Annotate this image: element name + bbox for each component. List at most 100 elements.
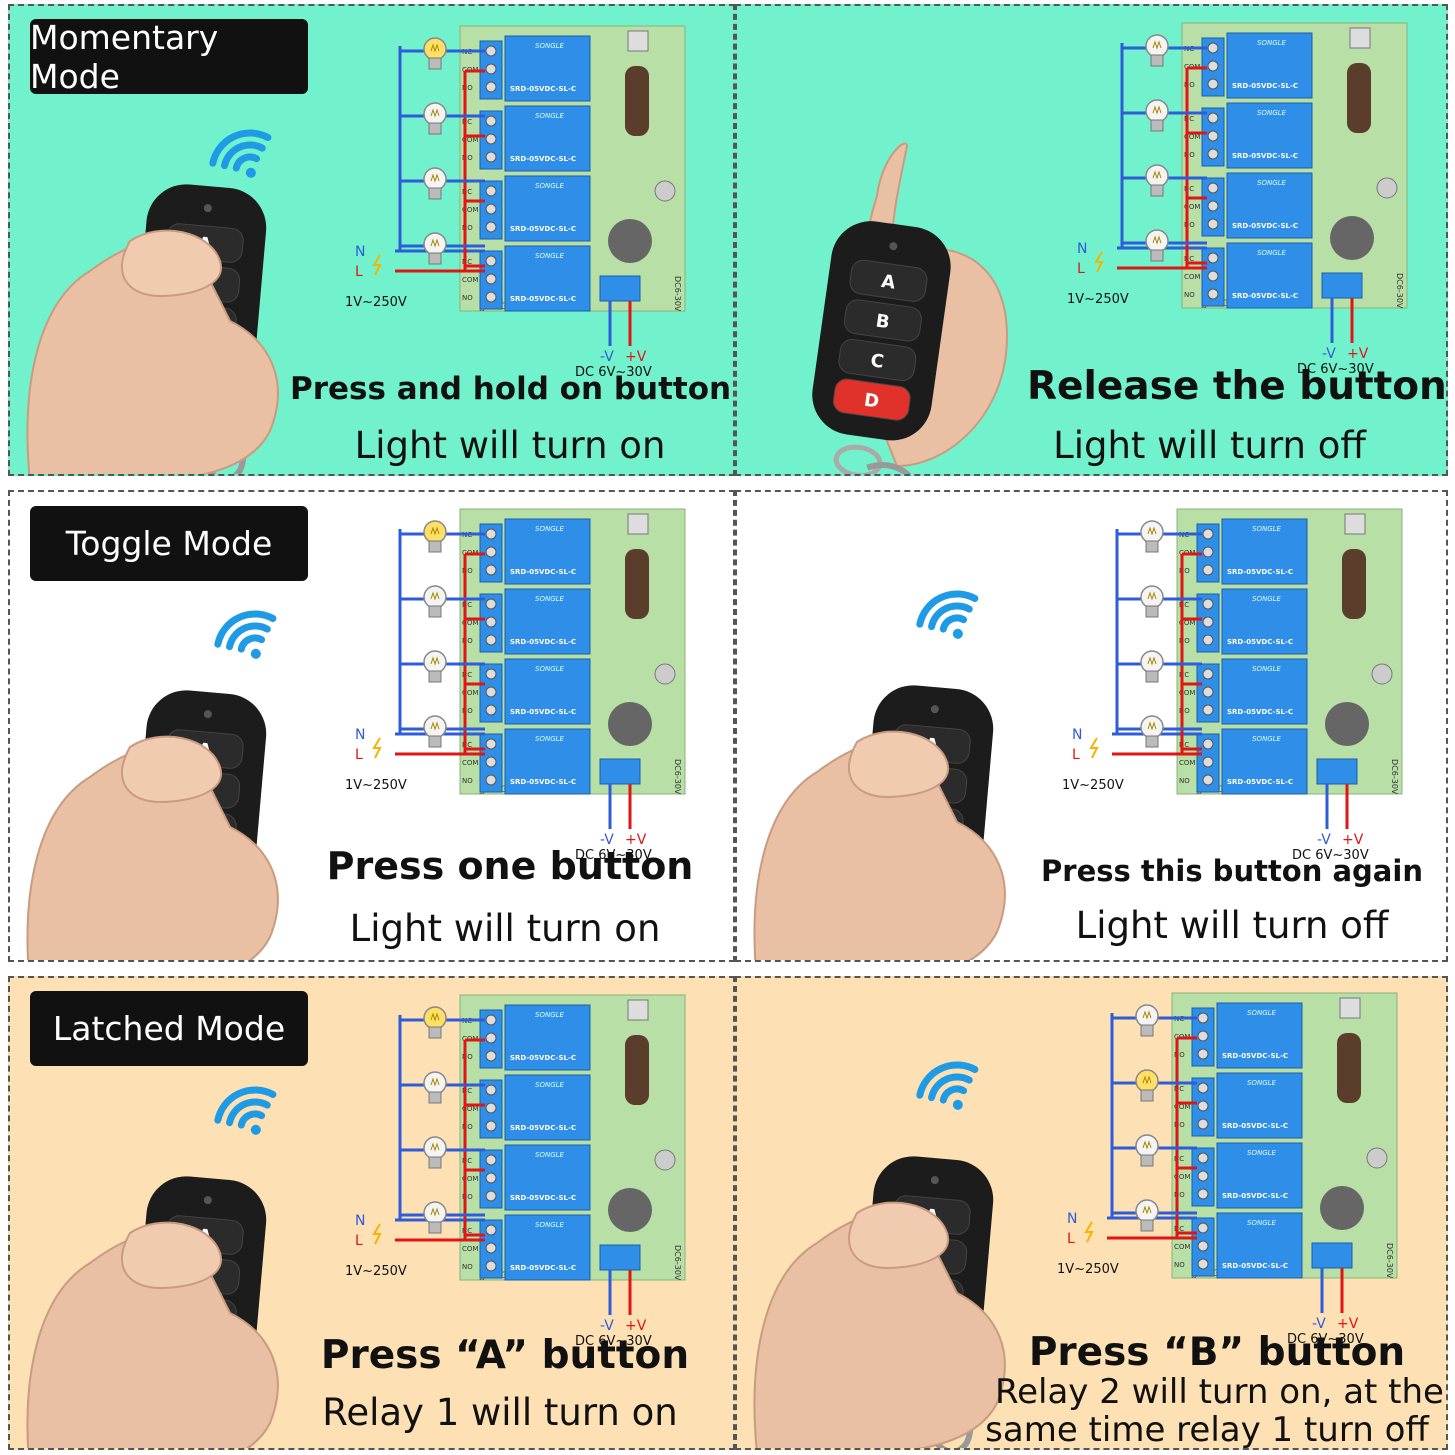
capacitor: [1320, 1186, 1364, 1230]
terminal-label: NC: [1179, 741, 1189, 749]
terminal-label: COM: [462, 1105, 478, 1113]
light-bulb-icon: [423, 650, 447, 683]
terminal-label: COM: [462, 619, 478, 627]
lightning-icon: [372, 254, 382, 276]
mode-title-badge: Momentary Mode: [30, 18, 308, 96]
neutral-label: N: [1072, 727, 1082, 743]
terminal-label: NC: [462, 1227, 472, 1235]
wifi-signal-icon: [214, 610, 277, 659]
latched-b-illustration: ABCDJJX-KGI4DC6-30VSONGLESRD-05VDC-SL-CN…: [753, 992, 1398, 1448]
lightning-icon: [372, 737, 382, 759]
terminal-label: NO: [1174, 1261, 1185, 1269]
relay-brand: SONGLE: [535, 112, 565, 120]
mode-title-badge: Latched Mode: [30, 991, 308, 1066]
lightning-icon: [1089, 737, 1099, 759]
light-bulb-icon: [1145, 34, 1169, 67]
terminal-label: NC: [1174, 1155, 1184, 1163]
dc-terminal: [599, 275, 641, 302]
terminal-label: COM: [1184, 133, 1200, 141]
neutral-label: N: [1067, 1211, 1077, 1227]
remote-button-label: C: [869, 350, 885, 373]
relay-brand: SONGLE: [535, 42, 565, 50]
relay-model: SRD-05VDC-SL-C: [510, 225, 576, 233]
relay-model: SRD-05VDC-SL-C: [510, 1264, 576, 1272]
wiring-diagram: JJX-KGI4DC6-30VSONGLESRD-05VDC-SL-CNCCOM…: [345, 508, 686, 863]
terminal-label: NO: [1174, 1051, 1185, 1059]
toggle-panel-release: ABCDJJX-KGI4DC6-30VSONGLESRD-05VDC-SL-CN…: [735, 490, 1448, 962]
terminal-label: NC: [1179, 601, 1189, 609]
relay-model: SRD-05VDC-SL-C: [510, 778, 576, 786]
capacitor: [608, 1188, 652, 1232]
capacitor-small: [1366, 1147, 1388, 1169]
relay-brand: SONGLE: [535, 665, 565, 673]
light-bulb-icon: [1135, 1199, 1159, 1232]
remote-button-label: A: [880, 271, 897, 294]
capacitor-small: [654, 180, 676, 202]
terminal-label: NC: [462, 1157, 472, 1165]
terminal-label: NO: [462, 294, 473, 302]
remote-button: [849, 259, 928, 302]
relay-brand: SONGLE: [535, 1221, 565, 1229]
terminal-label: NO: [1179, 707, 1190, 715]
instruction-subline: Light will turn on: [354, 424, 666, 467]
terminal-label: NO: [462, 707, 473, 715]
dc-minus-label: -V: [600, 349, 614, 365]
light-bulb-icon: [1135, 1004, 1159, 1037]
instruction-headline: Press “A” button: [320, 1333, 690, 1378]
latched-panel-b: ABCDJJX-KGI4DC6-30VSONGLESRD-05VDC-SL-CN…: [735, 976, 1448, 1450]
relay-model: SRD-05VDC-SL-C: [1232, 152, 1298, 160]
dc-side-label: DC6-30V: [1385, 1243, 1394, 1279]
dc-terminal: [1311, 1242, 1353, 1269]
light-bulb-icon: [423, 520, 447, 553]
relay-model: SRD-05VDC-SL-C: [1227, 638, 1293, 646]
instruction-headline: Press and hold on button: [290, 371, 732, 407]
latched-panel-a: ABCDJJX-KGI4DC6-30VSONGLESRD-05VDC-SL-CN…: [8, 976, 735, 1450]
toggle-panel-press: ABCDJJX-KGI4DC6-30VSONGLESRD-05VDC-SL-CN…: [8, 490, 735, 962]
terminal-label: NO: [462, 567, 473, 575]
remote-button: [832, 378, 911, 421]
relay-model: SRD-05VDC-SL-C: [1232, 222, 1298, 230]
terminal-label: NC: [462, 601, 472, 609]
relay-brand: SONGLE: [535, 595, 565, 603]
light-bulb-icon: [1135, 1069, 1159, 1102]
terminal-label: NO: [462, 1193, 473, 1201]
learn-button: [627, 30, 649, 52]
relay-model: SRD-05VDC-SL-C: [510, 85, 576, 93]
lightning-icon: [1084, 1221, 1094, 1243]
dc-plus-label: +V: [625, 1318, 647, 1334]
terminal-label: NO: [462, 154, 473, 162]
light-bulb-icon: [423, 585, 447, 618]
keyring-icon: [833, 444, 919, 474]
wiring-diagram: JJX-KGI4DC6-30VSONGLESRD-05VDC-SL-CNCCOM…: [1062, 508, 1403, 863]
mode-title-badge: Toggle Mode: [30, 506, 308, 581]
relay-brand: SONGLE: [535, 735, 565, 743]
terminal-label: NC: [462, 741, 472, 749]
live-label: L: [1072, 747, 1080, 763]
antenna-coil: [1342, 549, 1366, 619]
dc-voltage-label: DC 6V~30V: [575, 365, 652, 380]
terminal-label: COM: [1174, 1173, 1190, 1181]
relay-model: SRD-05VDC-SL-C: [510, 568, 576, 576]
remote-button-label: D: [863, 390, 881, 413]
dc-minus-label: -V: [600, 1318, 614, 1334]
ac-voltage-label: 1V~250V: [345, 295, 407, 310]
relay-model: SRD-05VDC-SL-C: [510, 155, 576, 163]
terminal-label: NC: [462, 1087, 472, 1095]
dc-voltage-label: DC 6V~30V: [1297, 362, 1374, 377]
capacitor: [1325, 702, 1369, 746]
relay-model: SRD-05VDC-SL-C: [510, 638, 576, 646]
ac-voltage-label: 1V~250V: [1062, 778, 1124, 793]
